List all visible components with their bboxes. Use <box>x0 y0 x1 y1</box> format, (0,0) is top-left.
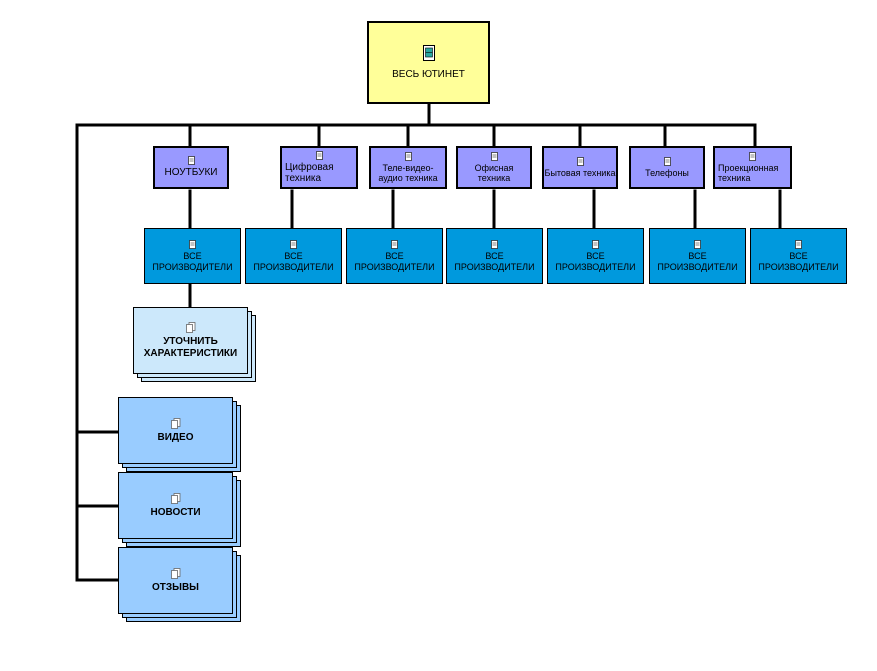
category-label: Офисная техника <box>474 162 514 183</box>
pages-icon <box>170 567 181 582</box>
video-label: ВИДЕО <box>157 431 194 443</box>
video-node[interactable]: ВИДЕО <box>118 397 241 472</box>
reviews-label: ОТЗЫВЫ <box>152 581 199 593</box>
page-icon <box>795 240 802 250</box>
category-label: НОУТБУКИ <box>164 167 218 179</box>
manufacturers-box-phones[interactable]: ВСЕ ПРОИЗВОДИТЕЛИ <box>649 228 746 284</box>
manufacturers-box-tv-video-audio[interactable]: ВСЕ ПРОИЗВОДИТЕЛИ <box>346 228 443 284</box>
reviews-face: ОТЗЫВЫ <box>118 547 233 614</box>
category-label: Бытовая техника <box>544 167 616 178</box>
manufacturers-label: ВСЕ ПРОИЗВОДИТЕЛИ <box>152 251 233 272</box>
page-icon <box>663 156 671 166</box>
pages-icon <box>170 417 181 432</box>
page-icon <box>187 156 195 166</box>
category-office[interactable]: Офисная техника <box>456 146 532 189</box>
page-icon <box>576 156 584 166</box>
page-icon <box>491 240 498 250</box>
category-phones[interactable]: Телефоны <box>629 146 705 189</box>
page-icon <box>490 151 498 161</box>
manufacturers-box-household[interactable]: ВСЕ ПРОИЗВОДИТЕЛИ <box>547 228 644 284</box>
page-icon <box>290 240 297 250</box>
page-icon <box>315 150 323 160</box>
category-digital[interactable]: Цифровая техника <box>280 146 358 189</box>
category-projection[interactable]: Проекционная техника <box>713 146 792 189</box>
pages-icon <box>170 492 181 507</box>
category-label: Телефоны <box>645 167 689 178</box>
refine-face: УТОЧНИТЬ ХАРАКТЕРИСТИКИ <box>133 307 248 374</box>
page-icon <box>694 240 701 250</box>
news-face: НОВОСТИ <box>118 472 233 539</box>
manufacturers-label: ВСЕ ПРОИЗВОДИТЕЛИ <box>354 251 435 272</box>
page-icon <box>749 151 756 161</box>
root-node[interactable]: ВЕСЬ ЮТИНЕТ <box>367 21 490 104</box>
root-label: ВЕСЬ ЮТИНЕТ <box>392 68 465 80</box>
category-household[interactable]: Бытовая техника <box>542 146 618 189</box>
category-notebooks[interactable]: НОУТБУКИ <box>153 146 229 189</box>
page-icon <box>592 240 599 250</box>
news-label: НОВОСТИ <box>150 506 201 518</box>
document-icon <box>422 44 435 61</box>
manufacturers-label: ВСЕ ПРОИЗВОДИТЕЛИ <box>758 251 839 272</box>
page-icon <box>189 240 196 250</box>
pages-icon <box>185 322 196 336</box>
manufacturers-label: ВСЕ ПРОИЗВОДИТЕЛИ <box>657 251 738 272</box>
category-tv-video-audio[interactable]: Теле-видео-аудио техника <box>369 146 447 189</box>
manufacturers-box-notebooks[interactable]: ВСЕ ПРОИЗВОДИТЕЛИ <box>144 228 241 284</box>
manufacturers-label: ВСЕ ПРОИЗВОДИТЕЛИ <box>454 251 535 272</box>
news-node[interactable]: НОВОСТИ <box>118 472 241 547</box>
manufacturers-box-office[interactable]: ВСЕ ПРОИЗВОДИТЕЛИ <box>446 228 543 284</box>
category-label: Проекционная техника <box>718 162 779 183</box>
category-label: Теле-видео-аудио техника <box>378 162 438 183</box>
page-icon <box>404 151 412 161</box>
manufacturers-box-digital[interactable]: ВСЕ ПРОИЗВОДИТЕЛИ <box>245 228 342 284</box>
manufacturers-label: ВСЕ ПРОИЗВОДИТЕЛИ <box>253 251 334 272</box>
manufacturers-box-projection[interactable]: ВСЕ ПРОИЗВОДИТЕЛИ <box>750 228 847 284</box>
page-icon <box>391 240 398 250</box>
manufacturers-label: ВСЕ ПРОИЗВОДИТЕЛИ <box>555 251 636 272</box>
refine-characteristics-node[interactable]: УТОЧНИТЬ ХАРАКТЕРИСТИКИ <box>133 307 256 382</box>
video-face: ВИДЕО <box>118 397 233 464</box>
refine-label: УТОЧНИТЬ ХАРАКТЕРИСТИКИ <box>143 336 238 359</box>
reviews-node[interactable]: ОТЗЫВЫ <box>118 547 241 622</box>
category-label: Цифровая техника <box>285 161 334 185</box>
